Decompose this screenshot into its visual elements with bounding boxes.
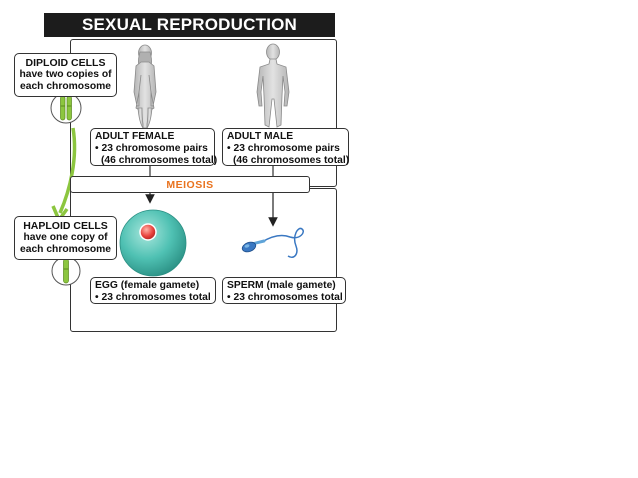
adult-female-box: ADULT FEMALE • 23 chromosome pairs (46 c… [90, 128, 218, 166]
chromosome-pair-icon [50, 92, 82, 124]
adult-female-line-2: (46 chromosomes total) [101, 155, 218, 166]
haploid-cells-line-2: each chromosome [20, 244, 111, 255]
sperm-cell-icon [241, 227, 304, 258]
diploid-cells-line-2: each chromosome [20, 81, 111, 92]
adult-female-label: ADULT FEMALE [95, 131, 175, 142]
sperm-box: SPERM (male gamete) • 23 chromosomes tot… [222, 277, 346, 304]
sperm-line-1: • 23 chromosomes total [227, 292, 343, 303]
diploid-cells-label: DIPLOID CELLS have two copies of each ch… [14, 53, 117, 97]
ploidy-arrow [51, 127, 77, 222]
adult-female-line-1: • 23 chromosome pairs [95, 143, 208, 154]
male-figure-icon [256, 43, 290, 128]
diploid-cells-title: DIPLOID CELLS [25, 57, 106, 69]
egg-label: EGG (female gamete) [95, 280, 200, 291]
diploid-cells-line-1: have two copies of [19, 69, 112, 80]
egg-box: EGG (female gamete) • 23 chromosomes tot… [90, 277, 216, 304]
adult-male-line-2: (46 chromosomes total) [233, 155, 350, 166]
female-figure-icon [133, 44, 157, 130]
haploid-cells-line-1: have one copy of [23, 232, 108, 243]
adult-male-box: ADULT MALE • 23 chromosome pairs (46 chr… [222, 128, 349, 166]
haploid-cells-label: HAPLOID CELLS have one copy of each chro… [14, 216, 117, 260]
meiosis-bar: MEIOSIS [70, 176, 310, 193]
gametes-panel [70, 188, 337, 332]
adult-male-label: ADULT MALE [227, 131, 294, 142]
sperm-label: SPERM (male gamete) [227, 280, 336, 291]
adult-male-line-1: • 23 chromosome pairs [227, 143, 340, 154]
egg-cell-icon [119, 209, 187, 277]
egg-line-1: • 23 chromosomes total [95, 292, 211, 303]
diagram-title: SEXUAL REPRODUCTION [44, 13, 335, 37]
haploid-cells-title: HAPLOID CELLS [23, 220, 108, 232]
single-chromosome-icon [51, 256, 81, 286]
